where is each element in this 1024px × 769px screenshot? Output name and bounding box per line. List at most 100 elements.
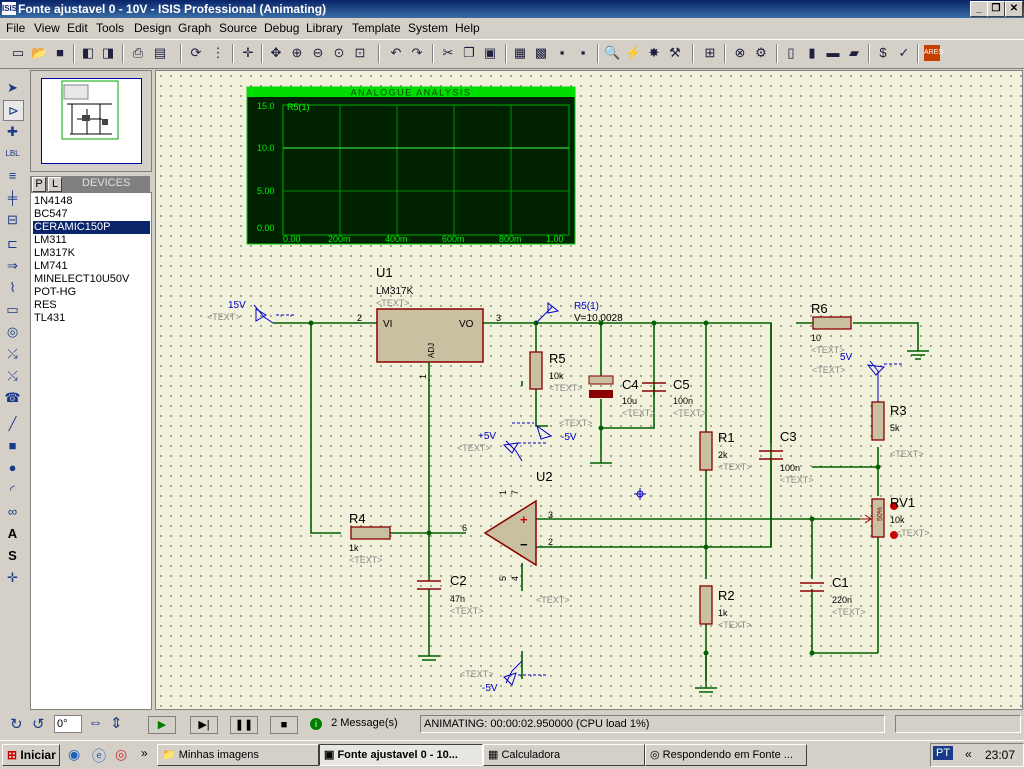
pause-button[interactable]: ❚❚ bbox=[230, 716, 258, 734]
current-probe-icon[interactable]: ⤯ bbox=[7, 368, 18, 383]
quicklaunch-ie-icon[interactable]: ⓔ bbox=[92, 748, 106, 764]
play-button[interactable]: ▶ bbox=[148, 716, 176, 734]
pan-icon[interactable]: ✥ bbox=[270, 45, 282, 60]
start-button[interactable]: ⊞ Iniciar bbox=[2, 744, 60, 766]
zoom-child-icon[interactable]: ▰ bbox=[849, 45, 859, 60]
block-move-icon[interactable]: ▩ bbox=[534, 45, 548, 60]
list-item[interactable]: POT-HG bbox=[34, 286, 77, 298]
make-device-icon[interactable]: ⚡ bbox=[625, 45, 642, 60]
quicklaunch-chrome-icon[interactable]: ◎ bbox=[115, 746, 128, 762]
overview-preview[interactable] bbox=[41, 78, 142, 164]
resistor-r1[interactable]: R1 2k <TEXT> bbox=[699, 430, 752, 472]
resistor-r3[interactable]: R3 5k <TEXT> bbox=[871, 401, 924, 459]
copy-icon[interactable]: ❐ bbox=[463, 45, 475, 60]
list-item[interactable]: LM741 bbox=[34, 260, 68, 272]
marker-tool-icon[interactable]: ✛ bbox=[7, 570, 18, 585]
close-button[interactable]: ✕ bbox=[1005, 1, 1023, 17]
search-tag-icon[interactable]: ⊗ bbox=[734, 45, 746, 60]
redo-icon[interactable]: ↷ bbox=[411, 45, 423, 60]
list-item[interactable]: RES bbox=[34, 299, 57, 311]
terminal-5v[interactable]: 5V <TEXT> bbox=[812, 352, 904, 401]
task-calculadora[interactable]: ▦ Calculadora bbox=[483, 744, 645, 766]
menu-design[interactable]: Design bbox=[134, 21, 172, 35]
device-list[interactable]: 1N4148 BC547 CERAMIC150P LM311 LM317K LM… bbox=[30, 192, 152, 710]
undo-icon[interactable]: ↶ bbox=[390, 45, 402, 60]
bus-icon[interactable]: ╪ bbox=[7, 190, 18, 205]
arc-tool-icon[interactable]: ◜ bbox=[9, 482, 16, 497]
bill-of-materials-icon[interactable]: $ bbox=[879, 45, 887, 60]
list-item-selected[interactable]: CERAMIC150P bbox=[33, 221, 150, 234]
junction-dot-icon[interactable]: ✚ bbox=[7, 124, 18, 139]
menu-debug[interactable]: Debug bbox=[264, 21, 300, 35]
library-manager-button[interactable]: L bbox=[48, 177, 62, 192]
task-minhas-imagens[interactable]: 📁 Minhas imagens bbox=[157, 744, 319, 766]
zoom-area-icon[interactable]: ⊡ bbox=[354, 45, 366, 60]
package-tool-icon[interactable]: ✸ bbox=[648, 45, 660, 60]
goto-sheet-icon[interactable]: ▬ bbox=[826, 45, 840, 60]
menu-system[interactable]: System bbox=[408, 21, 449, 35]
capacitor-c3[interactable]: C3 100n <TEXT> bbox=[759, 429, 814, 485]
resistor-r5[interactable]: R5 10k <TEXT> bbox=[529, 351, 583, 393]
capacitor-c1[interactable]: C1 220n <TEXT> bbox=[800, 575, 866, 617]
zoom-all-icon[interactable]: ⊙ bbox=[333, 45, 345, 60]
tray-expand-icon[interactable]: « bbox=[965, 747, 972, 761]
overview-window[interactable] bbox=[30, 70, 152, 172]
print-area-icon[interactable]: ▤ bbox=[153, 45, 167, 60]
menu-edit[interactable]: Edit bbox=[67, 21, 88, 35]
list-item[interactable]: MINELECT10U50V bbox=[34, 273, 130, 285]
list-item[interactable]: 1N4148 bbox=[34, 195, 73, 207]
subcircuit-icon[interactable]: ⊟ bbox=[7, 212, 18, 227]
menu-library[interactable]: Library bbox=[306, 21, 343, 35]
box-tool-icon[interactable]: ■ bbox=[8, 438, 17, 453]
block-copy-icon[interactable]: ▦ bbox=[513, 45, 527, 60]
rotation-angle-input[interactable]: 0° bbox=[54, 715, 82, 733]
rotate-anticlockwise-icon[interactable]: ↺ bbox=[32, 716, 45, 733]
terminal-15v[interactable]: 15V <TEXT> bbox=[207, 300, 296, 324]
print-icon[interactable]: ⎙ bbox=[132, 45, 144, 60]
block-delete-icon[interactable]: ▪ bbox=[580, 45, 586, 60]
zoom-out-icon[interactable]: ⊖ bbox=[312, 45, 324, 60]
terminal-p5v[interactable]: +5V <TEXT> bbox=[457, 431, 546, 462]
capacitor-c2[interactable]: C2 47n <TEXT> bbox=[417, 573, 484, 616]
remove-sheet-icon[interactable]: ▮ bbox=[808, 45, 816, 60]
mirror-vertical-icon[interactable]: ⇕ bbox=[110, 715, 123, 732]
pick-devices-button[interactable]: P bbox=[32, 177, 46, 192]
decompose-icon[interactable]: ⚒ bbox=[669, 45, 681, 60]
zoom-in-icon[interactable]: ⊕ bbox=[291, 45, 303, 60]
grid-icon[interactable]: ⋮ bbox=[211, 45, 225, 60]
generator-icon[interactable]: ◎ bbox=[6, 324, 19, 339]
wire-autorouter-icon[interactable]: ⊞ bbox=[704, 45, 716, 60]
erc-icon[interactable]: ✓ bbox=[898, 45, 910, 60]
voltage-probe-icon[interactable]: ⤯ bbox=[7, 346, 18, 361]
menu-file[interactable]: File bbox=[6, 21, 26, 35]
analogue-graph[interactable]: ANALOGUE ANALYSIS R5(1) 15.0 10.0 5.00 0… bbox=[246, 86, 576, 245]
block-rotate-icon[interactable]: ▪ bbox=[559, 45, 565, 60]
menu-graph[interactable]: Graph bbox=[178, 21, 212, 35]
cut-icon[interactable]: ✂ bbox=[442, 45, 454, 60]
menu-view[interactable]: View bbox=[34, 21, 60, 35]
menu-help[interactable]: Help bbox=[455, 21, 480, 35]
text-script-icon[interactable]: ≡ bbox=[8, 168, 17, 183]
terminal-icon[interactable]: ⊏ bbox=[7, 236, 18, 251]
resistor-r4[interactable]: R4 1k <TEXT> bbox=[349, 511, 391, 565]
device-pin-icon[interactable]: ⇒ bbox=[7, 258, 18, 273]
ares-icon[interactable]: ARES bbox=[924, 45, 943, 61]
step-button[interactable]: ▶| bbox=[190, 716, 218, 734]
quicklaunch-chevron[interactable]: » bbox=[141, 746, 148, 760]
list-item[interactable]: LM317K bbox=[34, 247, 75, 259]
component-u2[interactable]: + − U2 6 3 2 7 1 4 5 <TEXT> bbox=[462, 469, 570, 605]
capacitor-c4[interactable]: C4 10u <TEXT> bbox=[588, 375, 656, 418]
maximize-button[interactable]: ❐ bbox=[987, 1, 1005, 17]
wire-label-icon[interactable]: LBL bbox=[5, 149, 20, 158]
task-respondendo[interactable]: ◎ Respondendo em Fonte ... bbox=[645, 744, 807, 766]
origin-icon[interactable]: ✛ bbox=[242, 45, 254, 60]
open-folder-icon[interactable]: 📂 bbox=[31, 45, 48, 60]
new-file-icon[interactable]: ▭ bbox=[11, 45, 25, 60]
stop-button[interactable]: ■ bbox=[270, 716, 298, 734]
selection-mode-icon[interactable]: ➤ bbox=[7, 80, 18, 95]
save-icon[interactable]: ■ bbox=[56, 45, 64, 60]
quicklaunch-icon[interactable]: ◉ bbox=[68, 746, 81, 762]
menu-source[interactable]: Source bbox=[219, 21, 258, 35]
potentiometer-rv1[interactable]: 50% RV1 10k <TEXT> bbox=[860, 495, 930, 539]
refresh-icon[interactable]: ⟳ bbox=[190, 45, 202, 60]
